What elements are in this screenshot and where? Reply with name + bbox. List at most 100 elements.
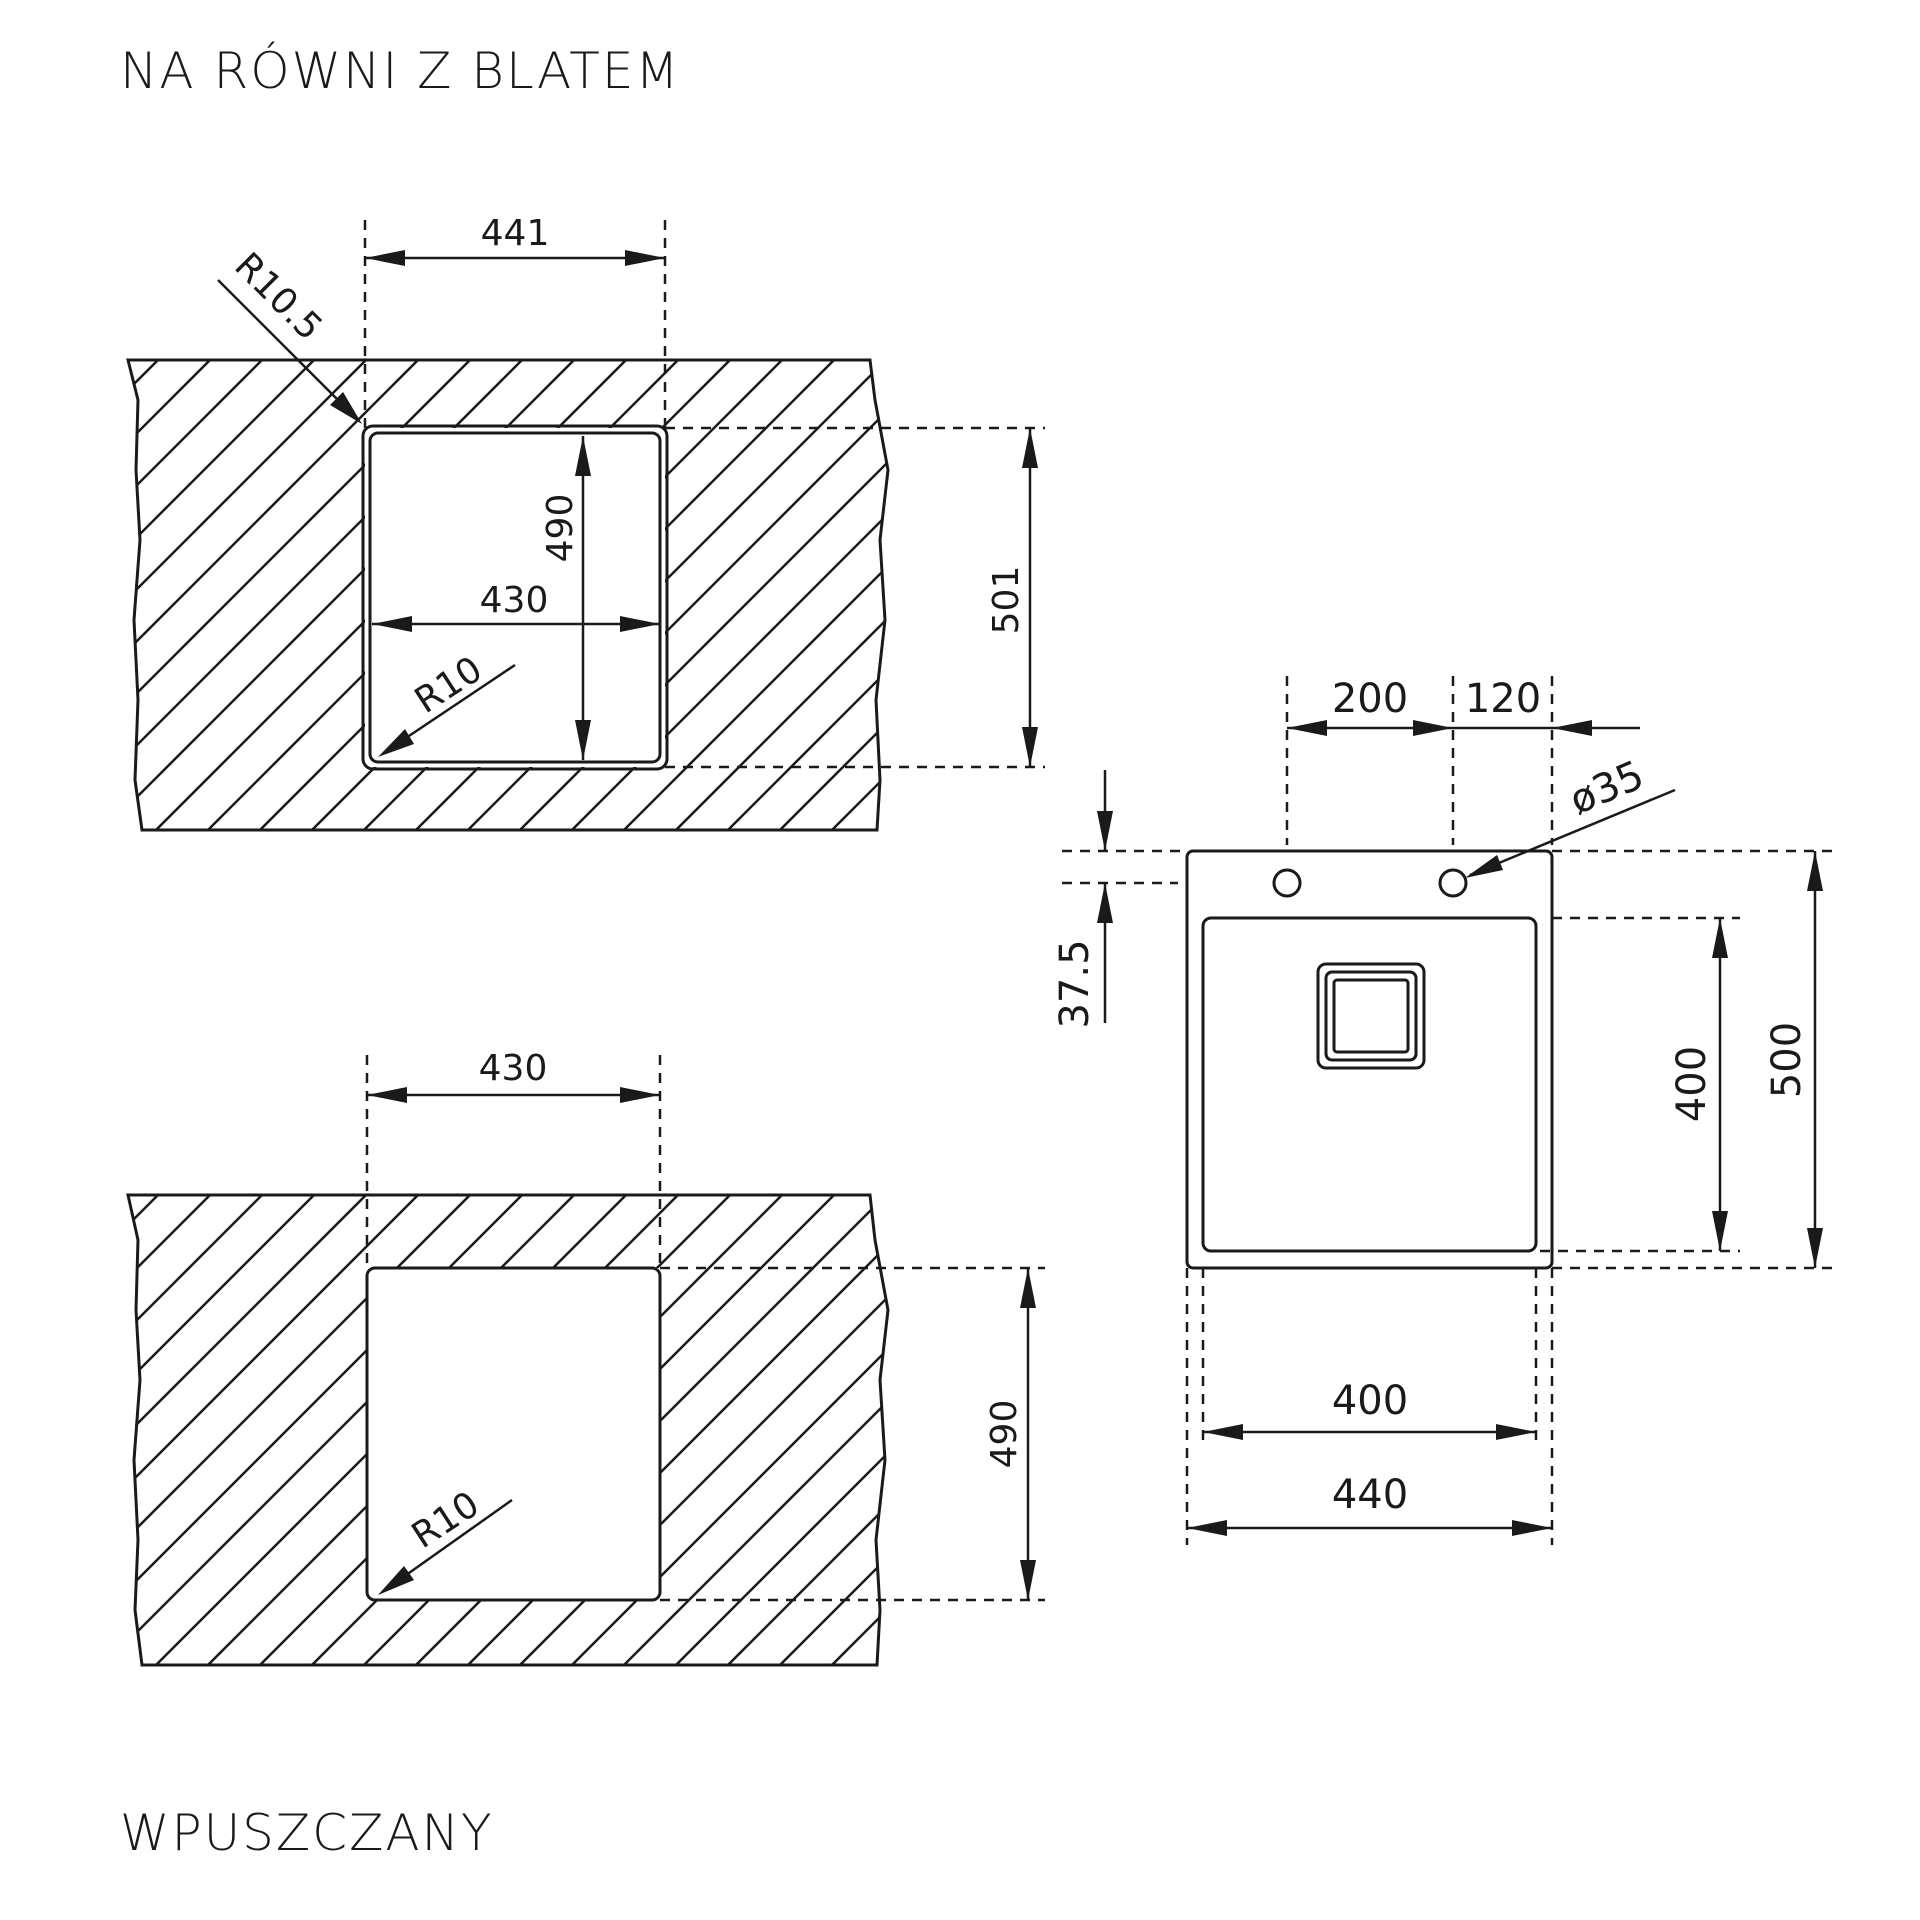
arrow-head — [1022, 727, 1038, 767]
tap-hole-left — [1272, 868, 1302, 898]
hatch-line — [128, 1195, 335, 1665]
bowl-inner-top — [368, 431, 662, 764]
diameter-35-label: ø35 — [1563, 752, 1650, 824]
leader-diameter — [1469, 788, 1676, 877]
arrow-head — [330, 392, 362, 424]
hatch-line — [0, 1175, 126, 1685]
hatch-line — [447, 1195, 888, 1665]
hatch-line — [128, 360, 283, 830]
arrow-head — [1187, 1520, 1227, 1536]
hatch-line — [128, 360, 439, 830]
hatch-line — [395, 360, 888, 830]
hatch-line — [187, 1195, 699, 1665]
hatch-line — [1696, 340, 1920, 850]
hatch-line — [128, 1195, 387, 1665]
hatch-line — [128, 360, 543, 830]
dim-490-bottom-label: 490 — [984, 1400, 1025, 1469]
hatch-line — [128, 1195, 543, 1665]
hatch-line — [603, 1195, 888, 1665]
hatch-line — [499, 360, 888, 830]
arrow-head — [1097, 811, 1113, 851]
countertop-outline-top — [126, 358, 890, 832]
undermount-section: 430 R10 490 — [0, 1048, 1920, 1685]
hatch-line — [128, 1195, 439, 1665]
dim-430-label: 430 — [480, 580, 549, 621]
dim-37-5-label: 37.5 — [1052, 939, 1098, 1028]
hatch-line — [128, 1195, 595, 1665]
sink-bowl — [1201, 916, 1538, 1253]
hatch-line — [1748, 1175, 1920, 1685]
hatch-line — [1072, 340, 1582, 850]
dim-200-label: 200 — [1332, 676, 1408, 722]
hatch-line — [1280, 340, 1790, 850]
arrow-head — [1552, 720, 1592, 736]
arrow-head — [1807, 1228, 1823, 1268]
dim-500-label: 500 — [1764, 1022, 1810, 1098]
hatch-line — [128, 1195, 283, 1665]
dim-400-vertical-label: 400 — [1669, 1046, 1715, 1122]
dim-400-horizontal-label: 400 — [1332, 1378, 1408, 1424]
arrow-head — [625, 250, 665, 266]
hatch-line — [1124, 340, 1634, 850]
arrow-head — [620, 1087, 660, 1103]
arrow-head — [1203, 1424, 1243, 1440]
dim-441-label: 441 — [481, 213, 550, 254]
hatch-line — [759, 360, 888, 830]
hatch-line — [0, 1175, 74, 1685]
hatch-line — [128, 1195, 231, 1665]
hatch-line — [343, 360, 855, 830]
hatch-line — [968, 340, 1478, 850]
arrow-head — [1020, 1560, 1036, 1600]
arrow-head — [575, 436, 591, 476]
r10-label-top: R10 — [408, 649, 490, 722]
hatch-line — [128, 360, 491, 830]
sink-top-view: 200 120 ø35 37.5 400 500 400 — [1052, 676, 1832, 1545]
hatch-line — [0, 340, 22, 850]
hatch-line — [128, 1195, 491, 1665]
hatch-line — [128, 360, 231, 830]
cutout-outer-top — [361, 424, 669, 771]
tap-hole-right — [1438, 868, 1468, 898]
hatch-line — [1228, 340, 1738, 850]
arrow-head — [575, 720, 591, 760]
dim-490-label: 490 — [540, 494, 581, 563]
arrow-head — [1496, 1424, 1536, 1440]
arrow-head — [1020, 1268, 1036, 1308]
arrow-head — [1413, 720, 1453, 736]
title-undermount: WPUSZCZANY — [120, 1804, 494, 1862]
hatch-line — [128, 1195, 179, 1665]
arrow-head — [378, 1566, 414, 1595]
arrow-head — [1097, 883, 1113, 923]
arrow-head — [1712, 918, 1728, 958]
hatch-line — [128, 360, 335, 830]
arrow-head — [372, 616, 412, 632]
hatch-line — [655, 1195, 888, 1665]
hatch-line — [1644, 340, 1920, 850]
hatch-line — [187, 360, 699, 830]
arrow-head — [620, 616, 660, 632]
arrow-head — [365, 250, 405, 266]
hatch-line — [128, 360, 387, 830]
hatch-line — [655, 360, 888, 830]
hatch-line — [1436, 340, 1920, 850]
hatch-line — [603, 360, 888, 830]
arrow-head — [1512, 1520, 1552, 1536]
hatch-line — [395, 1195, 888, 1665]
hatch-line — [499, 1195, 888, 1665]
hatch-line — [135, 1195, 647, 1665]
arrow-head — [1465, 855, 1503, 878]
hatch-line — [707, 1195, 888, 1665]
drain-outer — [1316, 962, 1426, 1070]
hatch-line — [707, 360, 888, 830]
arrow-head — [378, 729, 414, 757]
arrow-head — [367, 1087, 407, 1103]
hatch-line — [0, 340, 126, 850]
leader-r10-5 — [217, 279, 359, 421]
sink-outer-rim — [1185, 849, 1554, 1270]
hatch-line — [135, 360, 647, 830]
r10-5-label: R10.5 — [226, 245, 329, 348]
hatch-line — [1592, 1175, 1920, 1685]
dim-430-bottom-label: 430 — [479, 1048, 548, 1089]
drain-grate — [1332, 978, 1410, 1054]
